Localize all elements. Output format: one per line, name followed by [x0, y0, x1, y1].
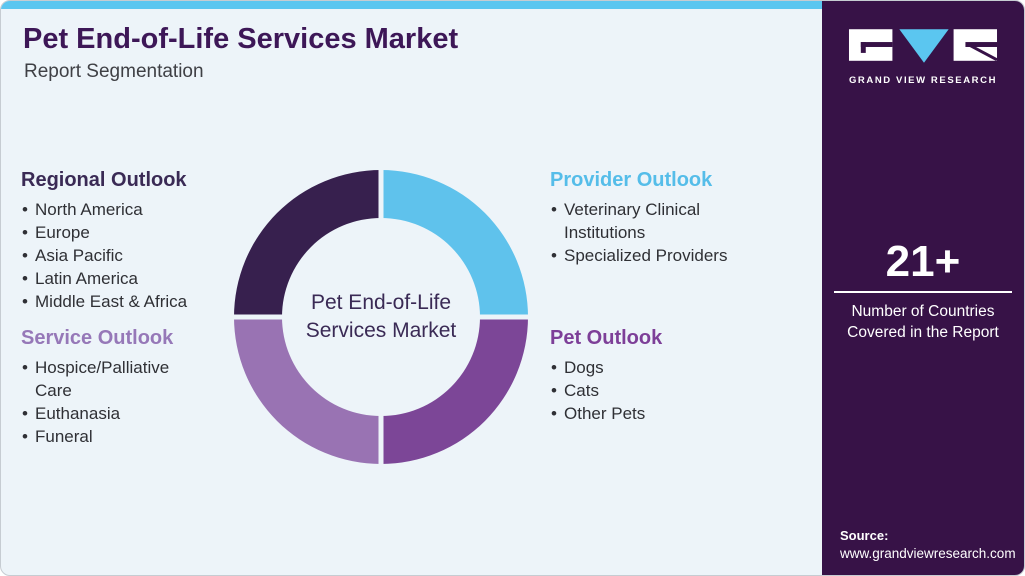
list-item: North America — [21, 198, 199, 221]
section-provider-outlook: Provider Outlook Veterinary Clinical Ins… — [550, 169, 764, 267]
list-item: Latin America — [21, 267, 199, 290]
service-outlook-list: Hospice/Palliative Care Euthanasia Funer… — [21, 356, 199, 448]
page-subtitle: Report Segmentation — [24, 61, 204, 82]
accent-bar — [1, 1, 824, 9]
list-item: Hospice/Palliative Care — [21, 356, 199, 402]
donut-segment-regional — [234, 170, 381, 317]
provider-outlook-list: Veterinary Clinical Institutions Special… — [550, 198, 764, 267]
stat-divider — [834, 291, 1012, 293]
stat-value: 21+ — [885, 237, 961, 286]
donut-segment-provider — [381, 170, 528, 317]
section-service-outlook: Service Outlook Hospice/Palliative Care … — [21, 327, 199, 448]
donut-center-line1: Pet End-of-Life — [310, 291, 452, 314]
donut-center-line2: Services Market — [305, 319, 457, 342]
list-item: Other Pets — [550, 402, 764, 425]
list-item: Middle East & Africa — [21, 290, 199, 313]
gvr-logo: GRAND VIEW RESEARCH — [822, 27, 1024, 86]
list-item: Dogs — [550, 356, 764, 379]
brand-sidebar: GRAND VIEW RESEARCH 21+ Number of Countr… — [822, 1, 1024, 575]
list-item: Veterinary Clinical Institutions — [550, 198, 764, 244]
donut-segment-pet — [381, 317, 528, 464]
source-block: Source: www.grandviewresearch.com — [840, 528, 1016, 561]
provider-outlook-heading: Provider Outlook — [550, 169, 713, 191]
list-item: Asia Pacific — [21, 244, 199, 267]
brand-name: GRAND VIEW RESEARCH — [848, 75, 998, 86]
section-pet-outlook: Pet Outlook Dogs Cats Other Pets — [550, 327, 764, 425]
regional-outlook-heading: Regional Outlook — [21, 169, 187, 191]
regional-outlook-list: North America Europe Asia Pacific Latin … — [21, 198, 199, 313]
section-regional-outlook: Regional Outlook North America Europe As… — [21, 169, 199, 313]
source-label: Source: — [840, 528, 889, 543]
donut-chart-icon — [231, 167, 531, 467]
page-title: Pet End-of-Life Services Market — [23, 23, 459, 55]
gvr-logo-icon — [848, 29, 998, 63]
list-item: Specialized Providers — [550, 244, 764, 267]
list-item: Funeral — [21, 425, 199, 448]
source-url-link[interactable]: www.grandviewresearch.com — [840, 546, 1016, 561]
donut-segment-service — [234, 317, 381, 464]
segmentation-donut-chart: Pet End-of-Life Services Market — [231, 167, 531, 467]
donut-center-label: Pet End-of-Life Services Market — [231, 167, 531, 467]
list-item: Europe — [21, 221, 199, 244]
stat-caption: Number of Countries Covered in the Repor… — [847, 303, 999, 341]
list-item: Euthanasia — [21, 402, 199, 425]
list-item: Cats — [550, 379, 764, 402]
service-outlook-heading: Service Outlook — [21, 327, 174, 349]
countries-stat: 21+ Number of Countries Covered in the R… — [834, 239, 1012, 343]
pet-outlook-heading: Pet Outlook — [550, 327, 663, 349]
pet-outlook-list: Dogs Cats Other Pets — [550, 356, 764, 425]
